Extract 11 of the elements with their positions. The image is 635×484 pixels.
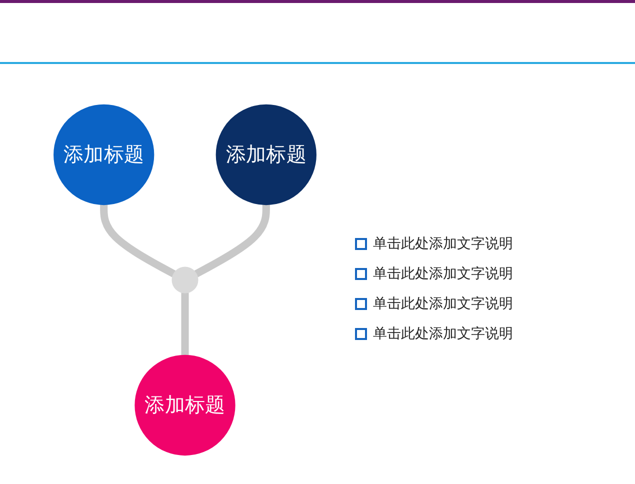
connector (194, 204, 270, 278)
bullet-text: 单击此处添加文字说明 (373, 235, 513, 253)
connector (100, 204, 176, 278)
node-circle: 添加标题 (54, 104, 154, 206)
node-circle (172, 266, 198, 294)
bullet-text: 单击此处添加文字说明 (373, 295, 513, 313)
bullet-text: 单击此处添加文字说明 (373, 325, 513, 343)
node-circle: 添加标题 (216, 104, 316, 206)
node-circle: 添加标题 (134, 354, 236, 456)
connector (181, 292, 189, 356)
bullet-text: 单击此处添加文字说明 (373, 265, 513, 283)
